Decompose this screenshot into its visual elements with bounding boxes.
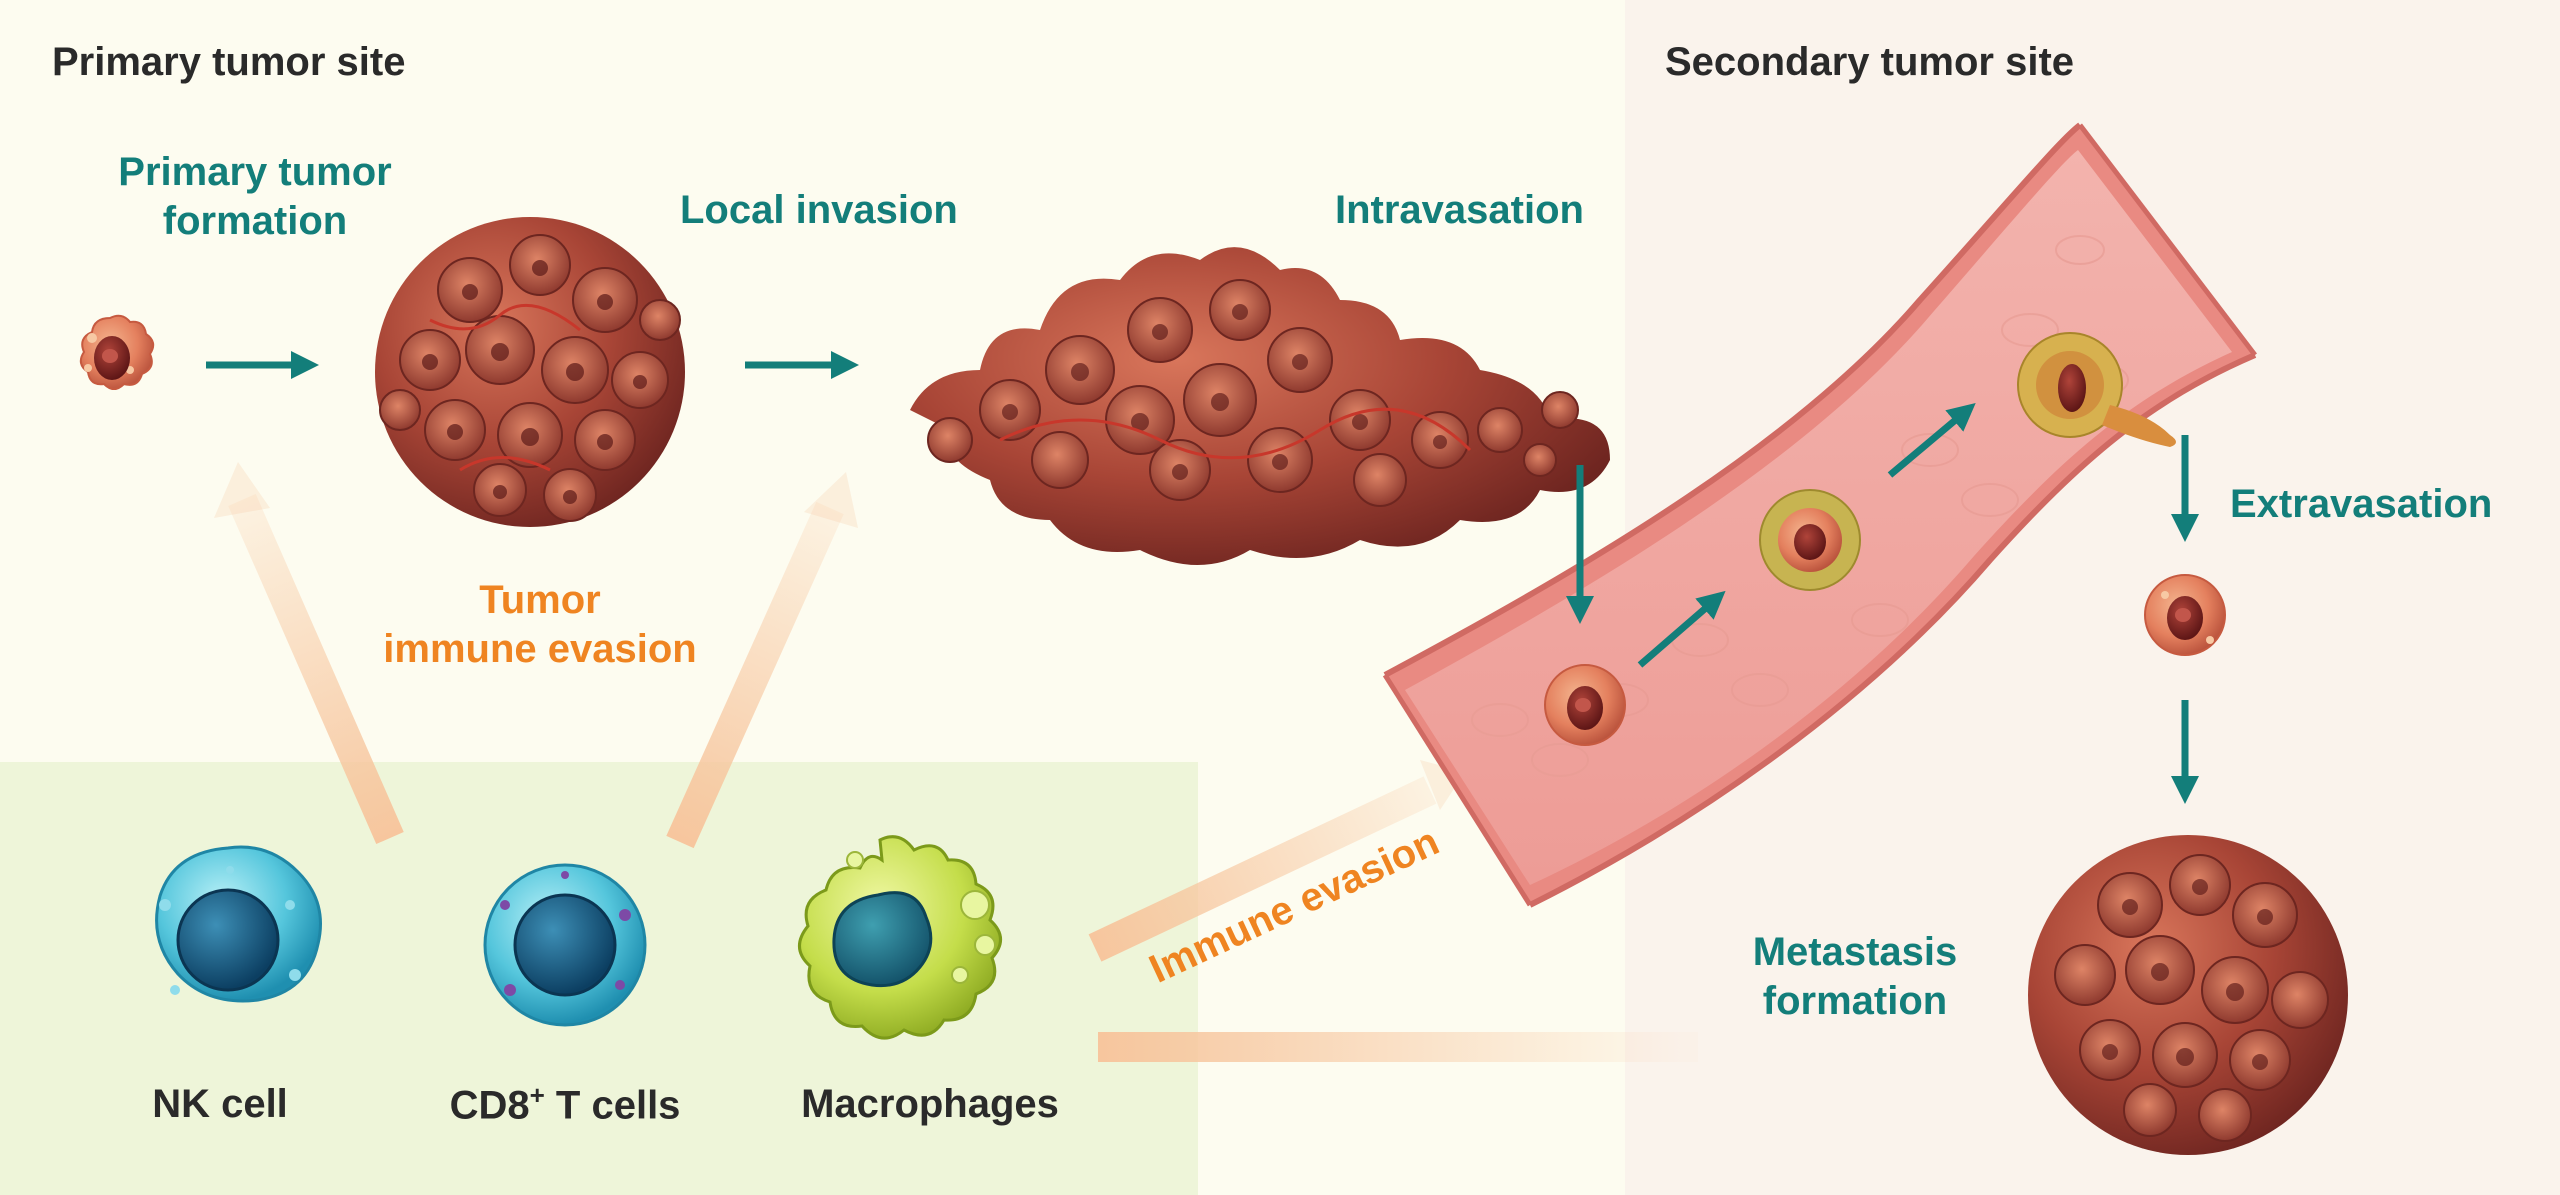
metastasis-line1: Metastasis (1752, 930, 1958, 974)
primary-tumor (375, 217, 685, 527)
primary-tumor-formation-label: Primary tumor formation (90, 148, 420, 246)
extravasating-tumor-cell (2017, 332, 2176, 447)
arrow-vessel-1 (1637, 590, 1726, 668)
process-arrows (206, 351, 2199, 804)
arrow-vessel-2 (1887, 402, 1976, 478)
evasion-arrow-metastasis (1098, 1032, 1698, 1062)
evasion-arrow-cd8 (666, 472, 858, 849)
cd8-suffix: T cells (544, 1083, 681, 1128)
invading-tumor-mass (910, 247, 1610, 565)
macrophages-label: Macrophages (801, 1082, 1059, 1126)
metastasis-formation-label: Metastasis formation (1710, 928, 2000, 1026)
formation-line1: Primary tumor (118, 150, 392, 194)
nk-cell-label: NK cell (152, 1082, 288, 1126)
metastasis-line2: formation (1762, 978, 1948, 1023)
tumor-immune-evasion-label: Tumor immune evasion (350, 576, 730, 674)
cd8-superscript: + (529, 1080, 545, 1110)
single-tumor-cell (79, 314, 155, 390)
evasion-arrow-nk (214, 462, 404, 845)
cd8-text: CD8 (449, 1083, 530, 1128)
cd8-t-cell-icon (483, 863, 647, 1027)
platelet-coated-tumor-cell (1759, 489, 1861, 591)
macrophage-icon (798, 835, 1002, 1040)
local-invasion-label: Local invasion (680, 188, 958, 232)
primary-site-title: Primary tumor site (52, 40, 406, 84)
tumor-evasion-line2: immune evasion (383, 626, 697, 671)
released-tumor-cell (2144, 574, 2226, 656)
circulating-tumor-cell (1544, 664, 1626, 746)
formation-line2: formation (162, 198, 348, 243)
nk-cell-icon (155, 845, 322, 1003)
metastatic-tumor (2028, 835, 2348, 1155)
tumor-evasion-line1: Tumor (479, 578, 601, 622)
secondary-site-title: Secondary tumor site (1665, 40, 2075, 84)
cd8-t-cells-label: CD8+ T cells (420, 1080, 710, 1130)
extravasation-label: Extravasation (2230, 482, 2493, 526)
intravasation-label: Intravasation (1335, 188, 1584, 232)
